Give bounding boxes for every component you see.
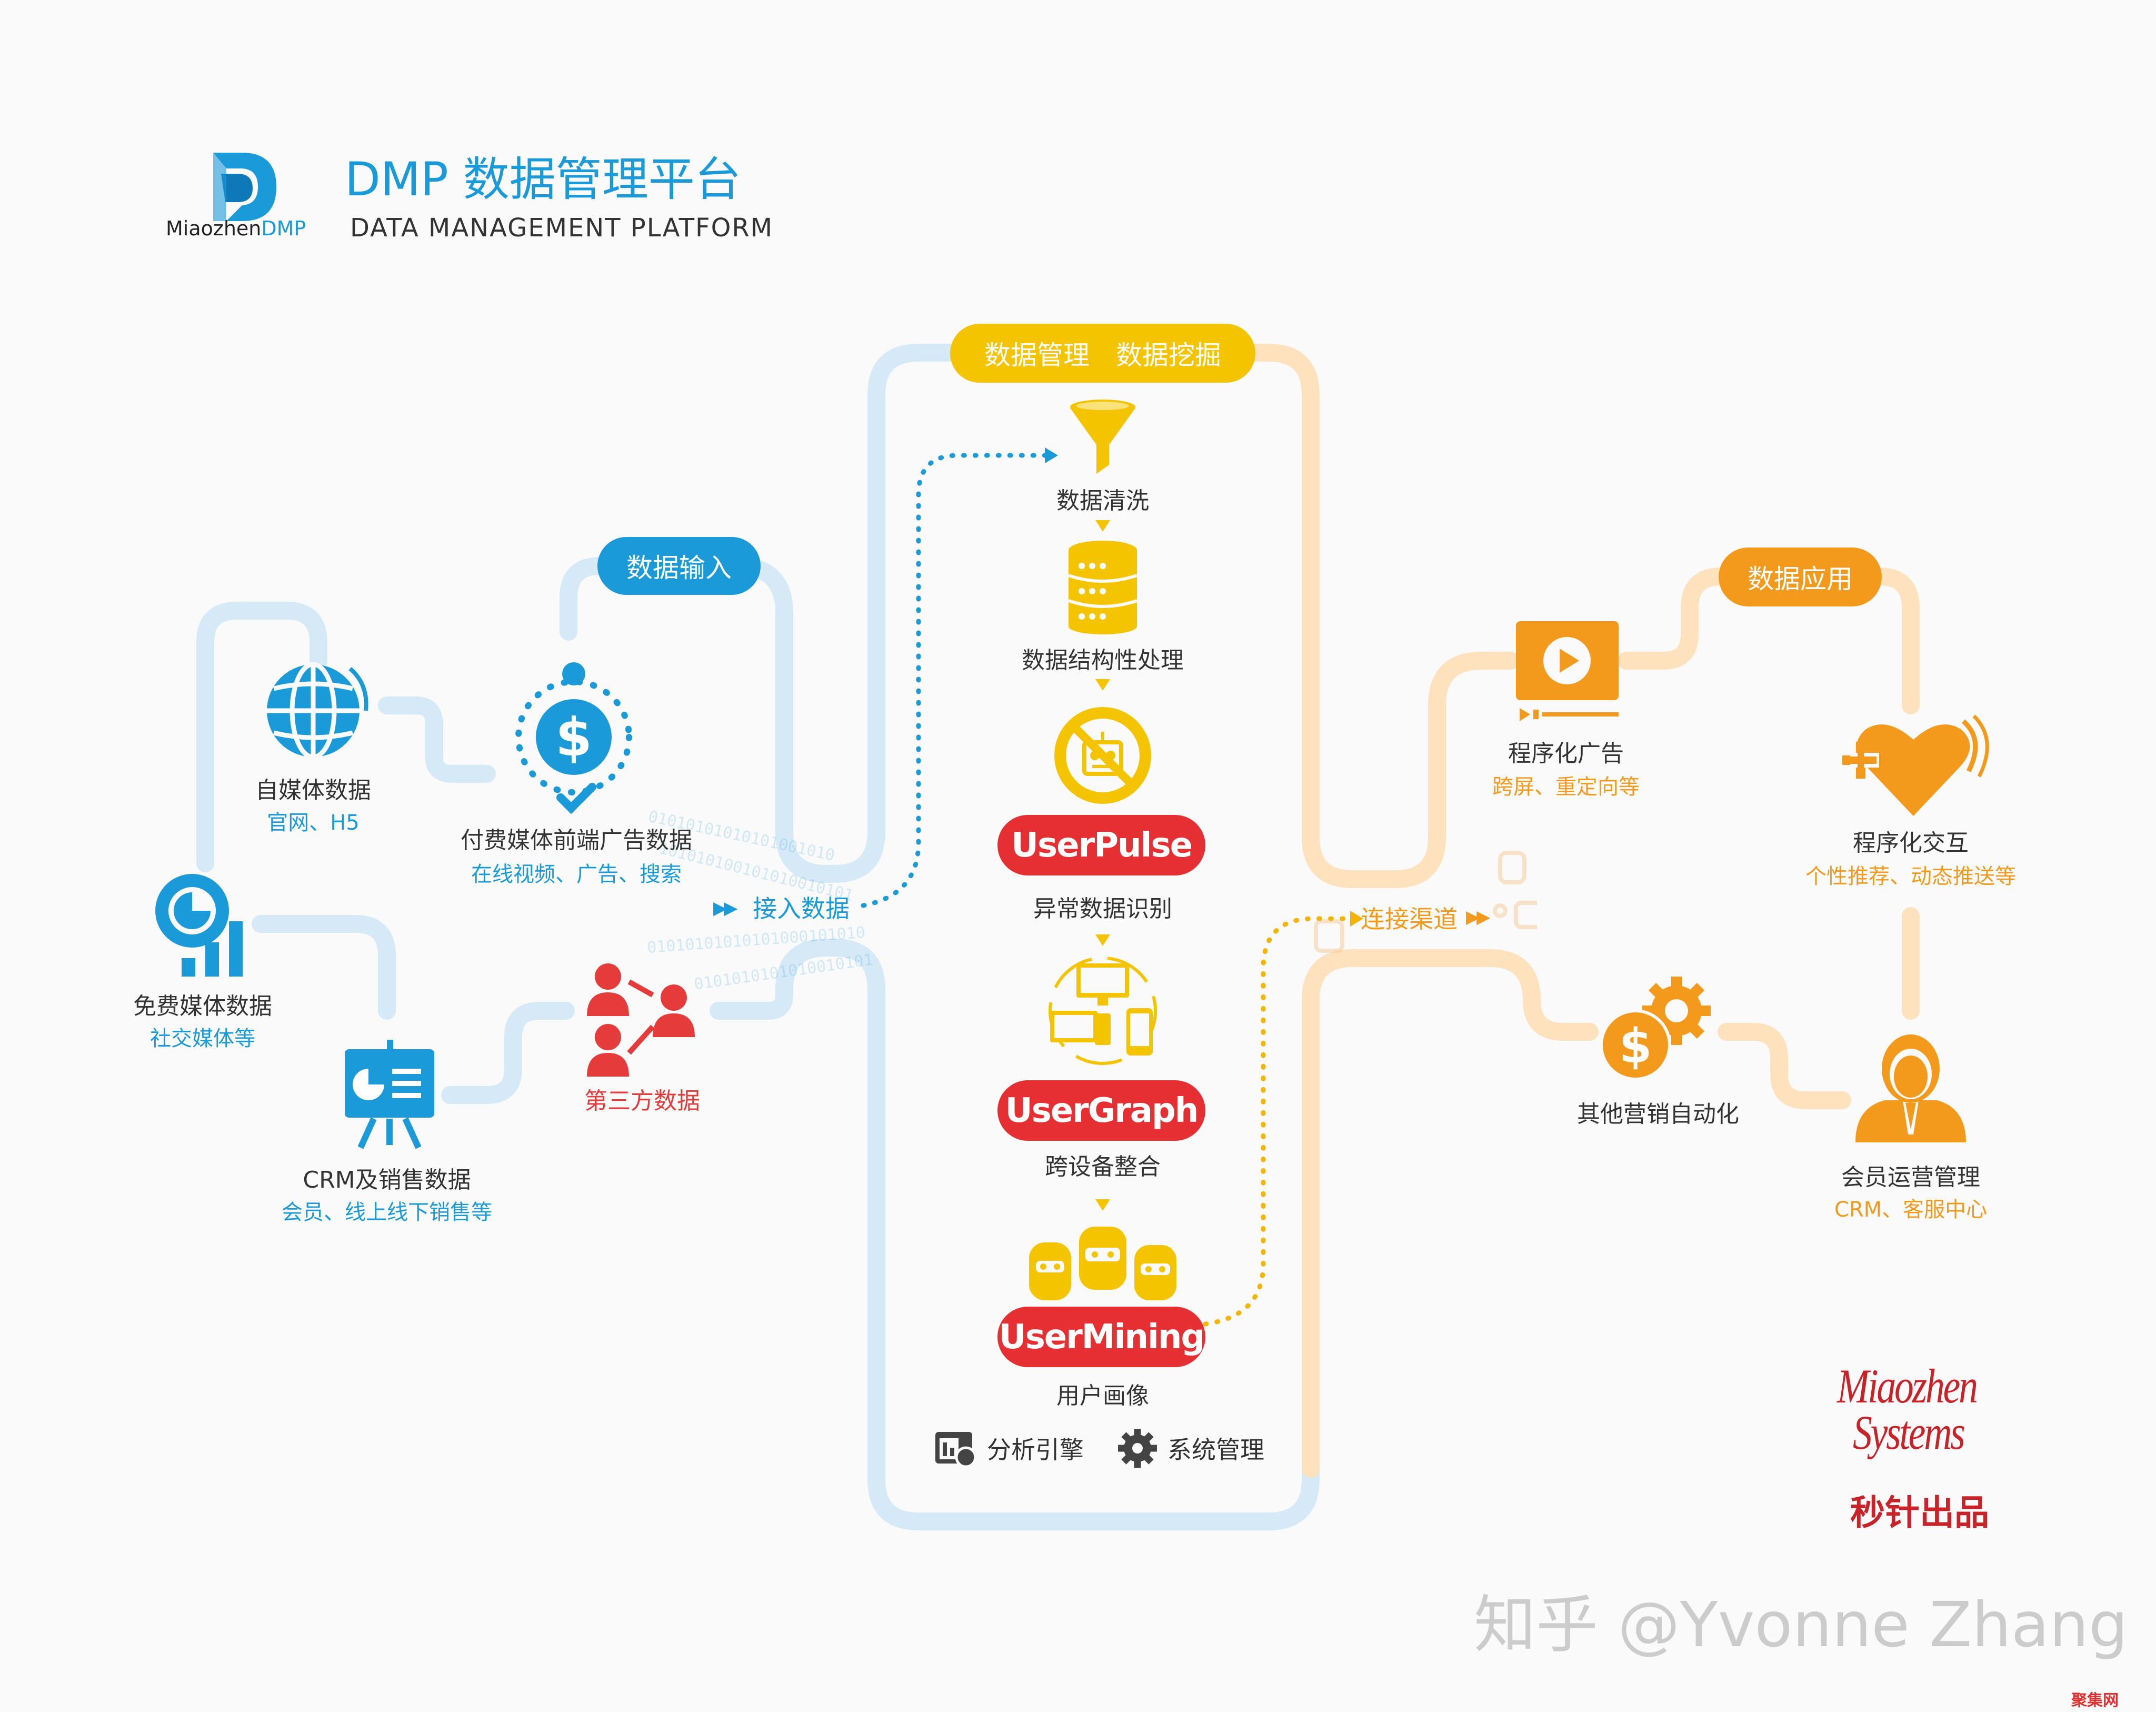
connect-arrows-icon: ▶▶ [1466, 907, 1490, 928]
step-structure-label: 数据结构性处理 [1022, 647, 1184, 674]
programmatic-interaction-title: 程序化交互 [1853, 830, 1969, 857]
company-logo-line1: Miaozhen [1837, 1359, 1978, 1413]
step-persona-label: 用户画像 [1056, 1382, 1149, 1409]
usermining-badge: UserMining [997, 1307, 1205, 1367]
step-cross-device-label: 跨设备整合 [1045, 1153, 1161, 1180]
system-manage-label: 系统管理 [1167, 1436, 1264, 1464]
marketing-automation-title: 其他营销自动化 [1577, 1101, 1739, 1128]
free-media-sub: 社交媒体等 [150, 1027, 255, 1051]
data-manage-label: 数据管理 [984, 340, 1090, 371]
user-faces-icon [1026, 1221, 1179, 1306]
arrow-down-icon [1095, 520, 1110, 532]
member-ops-sub: CRM、客服中心 [1834, 1198, 1988, 1222]
data-application-pill: 数据应用 [1719, 548, 1882, 606]
funnel-icon [1066, 397, 1140, 476]
step-anomaly-label: 异常数据识别 [1033, 895, 1172, 922]
dollar-cycle-icon: $ [495, 658, 653, 816]
people-network-icon [579, 958, 705, 1079]
presentation-board-icon [337, 1040, 442, 1150]
miaozhen-systems-logo: Miaozhen Systems [1837, 1358, 2016, 1479]
userpulse-badge: UserPulse [997, 815, 1205, 875]
dotted-connector-out [1203, 916, 1355, 1327]
analysis-engine-icon [934, 1427, 977, 1470]
programmatic-ad-sub: 跨屏、重定向等 [1492, 775, 1640, 799]
data-input-pill: 数据输入 [597, 537, 761, 595]
no-robot-icon [1050, 703, 1155, 808]
member-ops-title: 会员运营管理 [1841, 1164, 1980, 1191]
programmatic-interaction-sub: 个性推荐、动态推送等 [1805, 864, 2016, 889]
own-media-sub: 官网、H5 [267, 811, 360, 835]
page-subtitle: DATA MANAGEMENT PLATFORM [350, 213, 774, 243]
crm-title: CRM及销售数据 [303, 1167, 471, 1193]
page-title: DMP 数据管理平台 [345, 152, 741, 206]
brand-logo: MiaozhenDMP [163, 142, 321, 247]
corner-watermark: 聚集网 [2071, 1691, 2119, 1710]
person-avatar-icon [1853, 1029, 1969, 1145]
data-manage-mining-pill: 数据管理 数据挖掘 [950, 324, 1255, 383]
ingest-arrows-icon: ▶▶ [713, 898, 737, 919]
miaozhen-dmp-logo-icon [213, 153, 276, 221]
step-clean-label: 数据清洗 [1056, 487, 1149, 514]
output-pipes [1241, 344, 1920, 1478]
logo-text-blue: DMP [261, 217, 306, 240]
ingest-label: 接入数据 [753, 894, 850, 923]
programmatic-ad-title: 程序化广告 [1508, 740, 1624, 767]
usergraph-badge: UserGraph [997, 1080, 1205, 1141]
database-icon [1066, 540, 1140, 634]
input-pipes [196, 344, 1320, 1530]
pie-bar-chart-icon [150, 869, 261, 979]
dollar-gear-icon: $ [1598, 974, 1719, 1084]
connect-label: 连接渠道 [1361, 905, 1458, 933]
system-gear-icon [1116, 1427, 1159, 1470]
svg-text:$: $ [555, 706, 592, 768]
watermark: 知乎 @Yvonne Zhang [1474, 1588, 2128, 1661]
heart-plus-icon [1840, 713, 1992, 819]
free-media-title: 免费媒体数据 [133, 993, 272, 1020]
multi-device-icon [1045, 953, 1161, 1069]
company-tagline: 秒针出品 [1850, 1492, 1989, 1533]
logo-text-dark: Miaozhen [166, 217, 262, 240]
video-player-icon [1513, 616, 1624, 726]
arrow-down-icon [1095, 1199, 1110, 1211]
company-logo-line2: Systems [1853, 1406, 1965, 1459]
data-mining-label: 数据挖掘 [1116, 340, 1221, 371]
paid-media-title: 付费媒体前端广告数据 [461, 827, 692, 854]
svg-text:$: $ [1619, 1019, 1652, 1074]
crm-sub: 会员、线上线下销售等 [282, 1200, 492, 1225]
dotted-connector-in [861, 453, 1050, 908]
analysis-engine-label: 分析引擎 [987, 1436, 1084, 1464]
third-party-title: 第三方数据 [584, 1088, 700, 1114]
arrow-down-icon [1095, 934, 1110, 946]
channel-icons-decoration [1305, 842, 1544, 958]
globe-icon [258, 653, 374, 769]
paid-media-sub: 在线视频、广告、搜索 [471, 862, 682, 887]
own-media-title: 自媒体数据 [255, 777, 371, 804]
arrow-down-icon [1095, 679, 1110, 691]
